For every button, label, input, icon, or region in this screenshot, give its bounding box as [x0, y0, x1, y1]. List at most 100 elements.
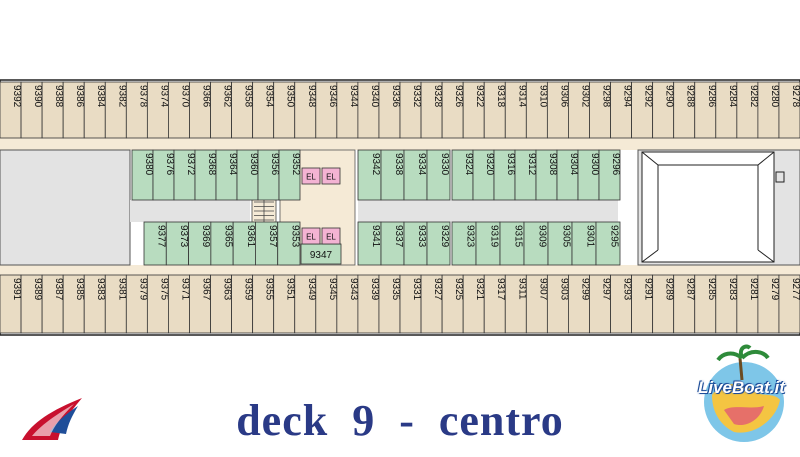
outer-cabin-label: 9280: [769, 85, 780, 108]
outer-cabin-label: 9290: [664, 85, 675, 108]
outer-cabin-label: 9336: [390, 85, 401, 108]
inner-cabin-label: 9373: [178, 225, 189, 248]
inner-cabin-label: 9312: [526, 153, 537, 176]
inner-cabin-label: 9305: [561, 225, 572, 248]
globe-icon: [704, 344, 784, 442]
elevator: [301, 167, 321, 185]
inner-cabin-label: 9324: [463, 153, 474, 176]
inner-cabin-label: 9377: [156, 225, 167, 248]
inner-cabin-wide-label: 9347: [310, 250, 333, 261]
inner-cabin-label: 9372: [185, 153, 196, 176]
funnel-white: [32, 404, 74, 436]
inner-cabin-label: 9301: [585, 225, 596, 248]
outer-cabin-label: 9298: [601, 85, 612, 108]
inner-cabin: [523, 221, 549, 266]
inner-cabin-label: 9333: [416, 225, 427, 248]
outer-cabin-label: 9346: [327, 85, 338, 108]
outer-cabin-label: 9291: [643, 278, 654, 301]
inner-cabin-label: 9304: [568, 153, 579, 176]
outer-cabin-label: 9366: [201, 85, 212, 108]
inner-cabin-label: 9323: [465, 225, 476, 248]
outer-cabin-label: 9279: [769, 278, 780, 301]
inner-cabin: [547, 221, 573, 266]
outer-cabin-label: 9378: [137, 85, 148, 108]
elevator-label: EL: [326, 173, 336, 182]
inner-cabin-label: 9368: [206, 153, 217, 176]
inner-cabin-label: 9308: [547, 153, 558, 176]
inner-cabin-label: 9319: [489, 225, 500, 248]
outer-cabin-label: 9326: [453, 85, 464, 108]
outer-cabin-label: 9388: [53, 85, 64, 108]
outer-cabin-label: 9299: [579, 278, 590, 301]
inner-cabin-label: 9353: [289, 225, 300, 248]
outer-cabin-label: 9288: [685, 85, 696, 108]
inner-cabin-label: 9380: [143, 153, 154, 176]
inner-cabin-label: 9356: [269, 153, 280, 176]
outer-cabin-label: 9359: [243, 278, 254, 301]
outer-cabin-label: 9382: [116, 85, 127, 108]
outer-cabin-label: 9310: [537, 85, 548, 108]
outer-cabin-label: 9345: [327, 278, 338, 301]
outer-cabin-label: 9340: [369, 85, 380, 108]
outer-cabin-label: 9351: [285, 278, 296, 301]
outer-cabin-label: 9286: [706, 85, 717, 108]
outer-cabin-label: 9314: [516, 85, 527, 108]
outer-cabin-label: 9392: [11, 85, 22, 108]
elevator: [321, 227, 341, 245]
outer-cabin: [778, 81, 800, 139]
shaft-marker: [775, 171, 785, 183]
elevator: [321, 167, 341, 185]
liveboat-brand-text: LiveBoat.it: [698, 378, 785, 397]
carnival-funnel-logo: [22, 398, 82, 440]
inner-cabin-label: 9365: [223, 225, 234, 248]
outer-cabin-label: 9277: [790, 278, 800, 301]
corridor-bottom: [0, 265, 800, 275]
outer-cabin-label: 9389: [32, 278, 43, 301]
outer-cabin-label: 9289: [664, 278, 675, 301]
outer-cabin-label: 9381: [116, 278, 127, 301]
outer-cabin-label: 9344: [348, 85, 359, 108]
inner-cabin: [598, 149, 621, 201]
funnel-blue: [50, 406, 78, 434]
inner-cabin-label: 9338: [393, 153, 404, 176]
outer-cabin-label: 9343: [348, 278, 359, 301]
gray-area-left: [0, 149, 131, 266]
outer-cabin-label: 9375: [158, 278, 169, 301]
inner-cabin-label: 9369: [200, 225, 211, 248]
inner-cabin-label: 9315: [513, 225, 524, 248]
outer-cabin-label: 9332: [411, 85, 422, 108]
elevator-label: EL: [306, 173, 316, 182]
outer-cabin-label: 9387: [53, 278, 64, 301]
inner-cabin-label: 9330: [439, 153, 450, 176]
outer-cabin-label: 9293: [622, 278, 633, 301]
elevator: [301, 227, 321, 245]
outer-cabin-label: 9384: [95, 85, 106, 108]
inner-cabin-label: 9320: [484, 153, 495, 176]
outer-cabin-label: 9349: [306, 278, 317, 301]
inner-cabin-label: 9296: [610, 153, 621, 176]
inner-cabin: [277, 221, 301, 266]
outer-cabin-label: 9355: [264, 278, 275, 301]
outer-cabin-label: 9306: [558, 85, 569, 108]
deck-title: deck 9 - centro: [236, 396, 564, 445]
outer-cabin-label: 9321: [474, 278, 485, 301]
inner-cabin-label: 9360: [248, 153, 259, 176]
inner-cabin-label: 9361: [245, 225, 256, 248]
inner-cabin-label: 9309: [537, 225, 548, 248]
outer-cabin-label: 9287: [685, 278, 696, 301]
outer-cabin-label: 9317: [495, 278, 506, 301]
inner-cabin: [571, 221, 597, 266]
outer-cabin-label: 9383: [95, 278, 106, 301]
outer-cabin-label: 9307: [537, 278, 548, 301]
outer-cabin-label: 9385: [74, 278, 85, 301]
inner-cabin: [278, 149, 301, 201]
outer-cabin-label: 9294: [622, 85, 633, 108]
inner-cabin: [426, 221, 451, 266]
inner-cabin-label: 9342: [370, 153, 381, 176]
inner-cabin-label: 9376: [164, 153, 175, 176]
outer-cabin-label: 9335: [390, 278, 401, 301]
shaft-line: [641, 151, 659, 166]
inner-cabin: [426, 149, 451, 201]
